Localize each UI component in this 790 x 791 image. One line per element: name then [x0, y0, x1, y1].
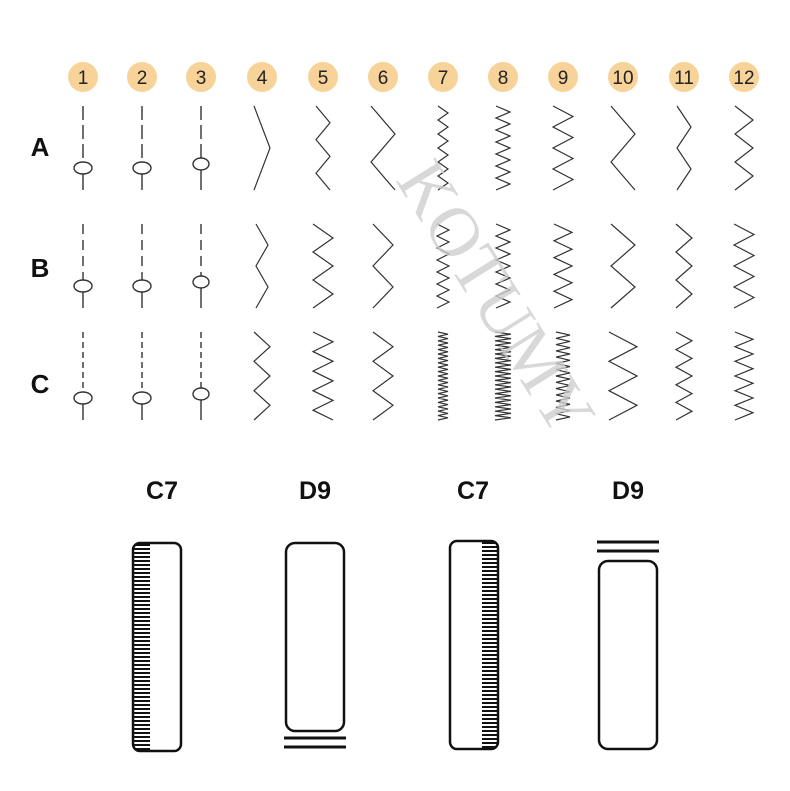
column-number: 7 — [438, 68, 449, 89]
column-number: 6 — [378, 68, 389, 89]
column-number: 4 — [257, 68, 268, 89]
badge-circle — [186, 62, 216, 92]
column-badge-11: 11 — [669, 62, 699, 92]
badge-circle — [608, 62, 638, 92]
stitch-B-11 — [675, 223, 693, 309]
column-badge-12: 12 — [729, 62, 759, 92]
stitch-C-1 — [73, 332, 93, 420]
stitch-B-3 — [192, 224, 210, 308]
buttonhole-label: D9 — [612, 477, 644, 505]
badge-circle — [68, 62, 98, 92]
row-label-C: C — [31, 369, 50, 399]
badge-circle — [308, 62, 338, 92]
column-number: 5 — [318, 68, 329, 89]
stitch-C-4 — [253, 331, 271, 421]
stitch-B-4 — [255, 223, 269, 309]
column-badge-6: 6 — [368, 62, 398, 92]
column-badge-7: 7 — [428, 62, 458, 92]
column-badge-8: 8 — [488, 62, 518, 92]
stitch-A-10 — [610, 105, 636, 191]
stitch-C-5 — [311, 331, 335, 421]
column-badge-2: 2 — [127, 62, 157, 92]
stitch-B-9 — [552, 223, 574, 309]
stitch-B-8 — [494, 223, 512, 309]
stitch-A-4 — [253, 105, 271, 191]
buttonhole-label: C7 — [146, 477, 178, 505]
buttonhole-label: D9 — [299, 477, 331, 505]
stitch-A-6 — [370, 105, 396, 191]
stitch-C-2 — [132, 332, 152, 420]
stitch-A-1 — [73, 106, 93, 190]
column-number: 2 — [137, 68, 148, 89]
stitch-A-7 — [436, 105, 450, 191]
stitch-B-5 — [311, 223, 335, 309]
buttonhole-4: D9 — [597, 477, 659, 751]
badge-circle — [729, 62, 759, 92]
badge-circle — [247, 62, 277, 92]
watermark-text: KOTUMY — [381, 148, 609, 449]
stitch-A-12 — [734, 105, 754, 191]
column-number: 9 — [558, 68, 569, 89]
column-badge-5: 5 — [308, 62, 338, 92]
column-badge-9: 9 — [548, 62, 578, 92]
stitch-C-3 — [192, 332, 210, 420]
buttonhole-2: D9 — [284, 477, 346, 749]
stitch-B-6 — [372, 223, 394, 309]
badge-circle — [488, 62, 518, 92]
stitch-C-8 — [494, 331, 512, 421]
stitch-C-11 — [674, 331, 694, 421]
stitch-A-5 — [315, 105, 331, 191]
row-label-B: B — [31, 253, 50, 283]
buttonhole-1: C7 — [131, 477, 183, 753]
stitch-B-10 — [610, 223, 636, 309]
stitch-A-3 — [192, 106, 210, 190]
column-badge-10: 10 — [608, 62, 638, 92]
stitch-C-7 — [437, 331, 449, 421]
stitch-B-7 — [435, 223, 451, 309]
badge-circle — [669, 62, 699, 92]
buttonhole-3: C7 — [448, 477, 500, 751]
stitch-A-11 — [676, 105, 692, 191]
stitch-A-9 — [551, 105, 575, 191]
stitch-B-12 — [732, 223, 756, 309]
badge-circle — [428, 62, 458, 92]
column-number: 3 — [196, 68, 207, 89]
buttonhole-label: C7 — [457, 477, 489, 505]
column-number: 1 — [78, 68, 89, 89]
badge-circle — [368, 62, 398, 92]
stitch-B-2 — [132, 224, 152, 308]
stitch-C-6 — [371, 331, 395, 421]
badge-circle — [548, 62, 578, 92]
column-badge-3: 3 — [186, 62, 216, 92]
column-badge-4: 4 — [247, 62, 277, 92]
row-label-A: A — [31, 132, 50, 162]
stitch-C-10 — [607, 331, 639, 421]
stitch-A-8 — [494, 105, 512, 191]
stitch-B-1 — [73, 224, 93, 308]
column-number: 11 — [674, 68, 694, 89]
stitch-C-9 — [555, 331, 571, 421]
column-number: 10 — [612, 68, 633, 89]
column-number: 8 — [498, 68, 509, 89]
badge-circle — [127, 62, 157, 92]
column-number: 12 — [733, 68, 754, 89]
stitch-C-12 — [733, 331, 755, 421]
column-badge-1: 1 — [68, 62, 98, 92]
stitch-A-2 — [132, 106, 152, 190]
